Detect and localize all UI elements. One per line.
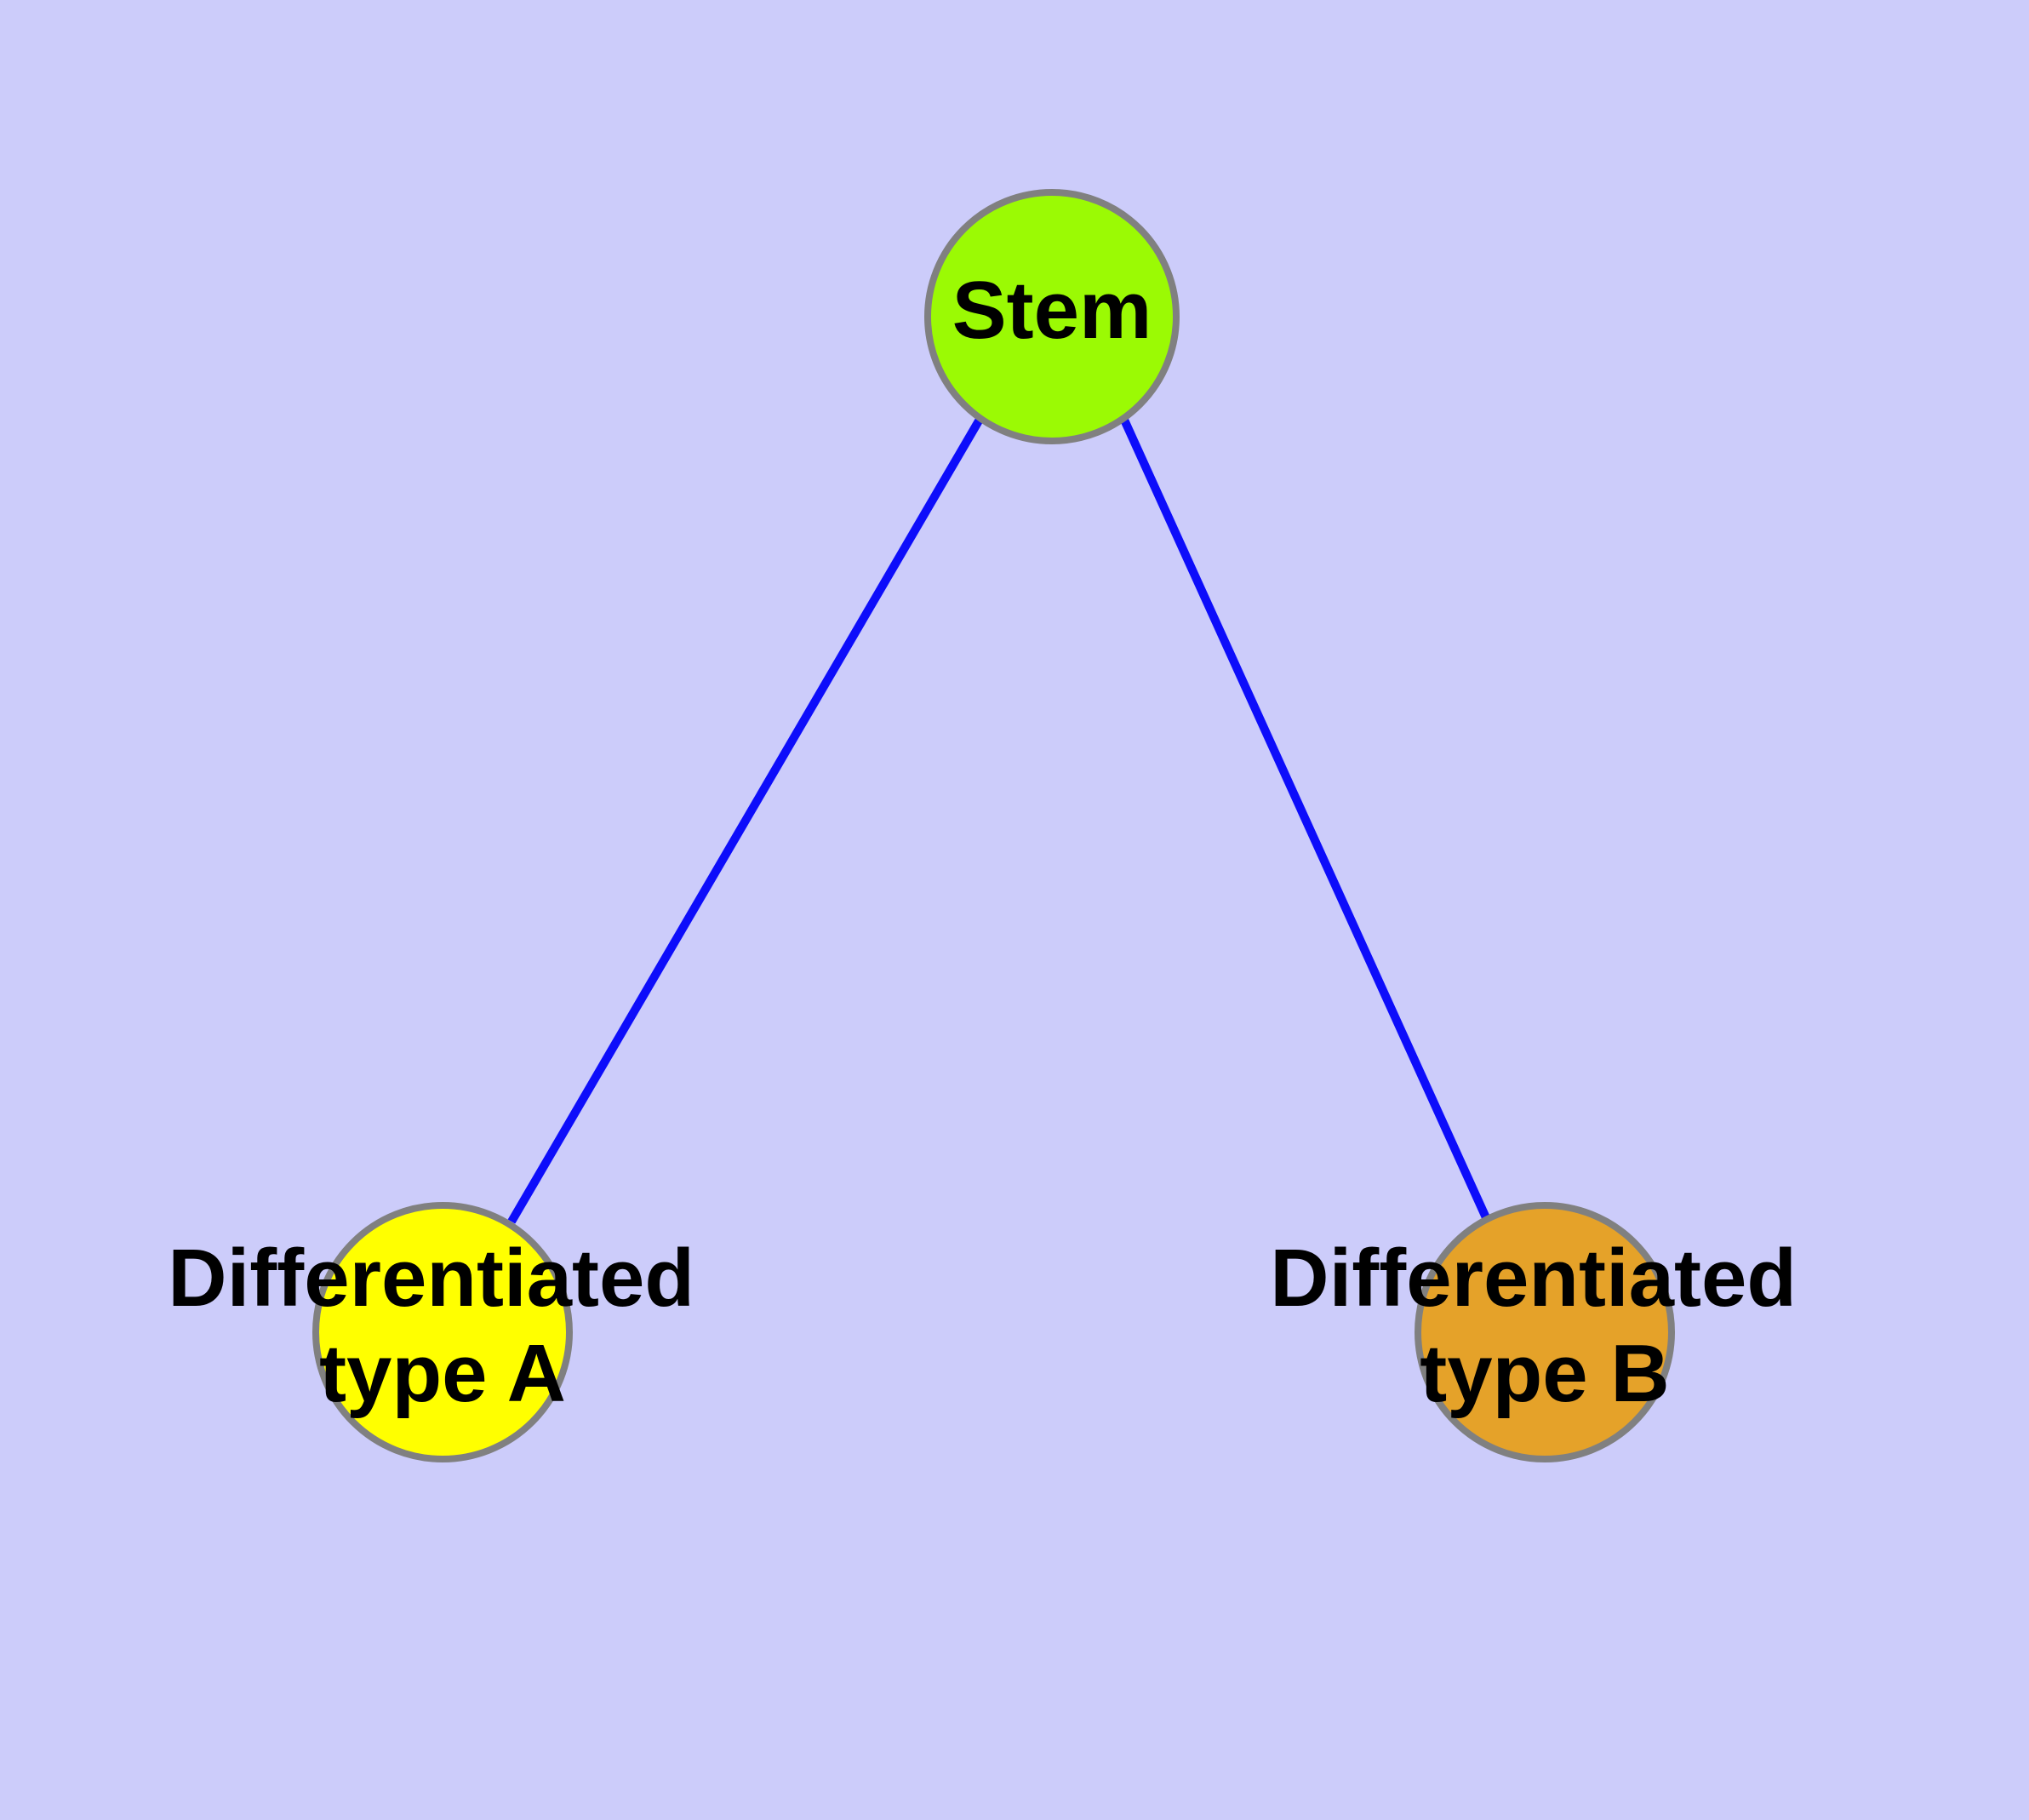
edge-layer — [507, 415, 1493, 1226]
node-diff-a-label: Differentiated type A — [168, 1233, 717, 1419]
node-diff-a-label-line-2: type A — [319, 1328, 566, 1419]
node-stem-circle[interactable] — [924, 189, 1180, 444]
node-diff-a[interactable]: Differentiated type A — [168, 1202, 717, 1462]
node-diff-b-label: Differentiated type B — [1270, 1233, 1819, 1419]
node-diff-b[interactable]: Differentiated type B — [1270, 1202, 1819, 1462]
edge-stem-to-diff-b[interactable] — [1119, 415, 1493, 1226]
edge-stem-to-diff-a[interactable] — [507, 415, 985, 1224]
node-diff-b-circle[interactable] — [1415, 1202, 1675, 1462]
node-diff-b-label-line-2: type B — [1420, 1328, 1669, 1419]
node-stem[interactable]: Stem — [924, 189, 1180, 444]
node-stem-label-line-1: Stem — [952, 265, 1152, 356]
node-stem-label: Stem — [952, 265, 1152, 356]
node-diff-b-label-line-1: Differentiated — [1270, 1233, 1797, 1324]
node-diff-a-circle[interactable] — [312, 1202, 573, 1462]
node-diff-a-label-line-1: Differentiated — [168, 1233, 694, 1324]
node-layer: Stem Differentiated type A Differentiate… — [168, 189, 1819, 1462]
